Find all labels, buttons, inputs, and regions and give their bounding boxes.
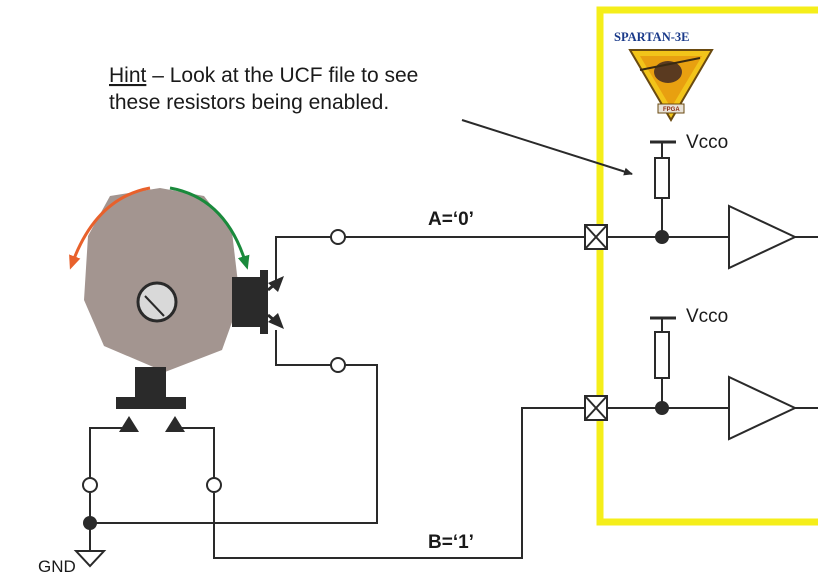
buffer-a	[728, 204, 798, 270]
hint-line-1: Hint – Look at the UCF file to see	[109, 64, 418, 87]
hint-note: Hint – Look at the UCF file to see these…	[109, 64, 633, 176]
encoder-stem	[135, 367, 166, 397]
wire-a-stub	[275, 236, 331, 289]
io-pad-a	[584, 224, 608, 250]
logo-text: SPARTAN-3E	[614, 30, 690, 44]
node-b-encoder	[206, 477, 222, 493]
encoder-base	[116, 397, 186, 409]
hint-keyword: Hint	[109, 64, 147, 87]
wire-b-stub	[275, 330, 331, 366]
wire-common-return	[90, 364, 378, 524]
contact-pin-right	[165, 416, 185, 432]
rotate-cw-arrow	[169, 186, 250, 270]
spartan-3e-logo: FPGA SPARTAN-3E	[614, 30, 714, 122]
contact-nodes	[82, 229, 346, 493]
contact-pin-left	[119, 416, 139, 432]
io-pads	[584, 224, 608, 421]
hint-line-1-rest: – Look at the UCF file to see	[146, 64, 418, 87]
encoder-shaft	[136, 281, 178, 323]
vcco-label-top: Vcco	[686, 132, 728, 153]
encoder-knob	[84, 188, 240, 372]
input-buffers	[728, 204, 798, 441]
resistor-b	[654, 331, 670, 379]
encoder-contact-bar	[260, 270, 268, 334]
rotate-ccw-arrow	[69, 186, 151, 270]
io-pad-b	[584, 395, 608, 421]
resistor-a	[654, 157, 670, 199]
vcco-label-bottom: Vcco	[686, 306, 728, 327]
node-b	[330, 357, 346, 373]
signal-a-label: A=‘0’	[428, 209, 474, 230]
node-gnd	[82, 477, 98, 493]
encoder-contact-block	[232, 277, 262, 327]
gnd-label: GND	[38, 557, 76, 576]
hint-line-2: these resistors being enabled.	[109, 91, 389, 114]
signal-b-label: B=‘1’	[428, 532, 474, 553]
wire-b	[213, 407, 585, 559]
contact-right-lead	[175, 427, 215, 478]
hint-pointer-arrow	[461, 119, 633, 176]
pullup-b: Vcco	[650, 306, 728, 408]
logo-badge: FPGA	[663, 107, 680, 113]
ground-symbol: GND	[38, 550, 107, 576]
contact-left-lead	[89, 427, 129, 478]
rotary-encoder	[69, 186, 284, 432]
junction-gnd	[83, 516, 97, 530]
pullup-a: Vcco	[650, 132, 728, 237]
node-a	[330, 229, 346, 245]
fpga-boundary	[596, 6, 818, 526]
buffer-b	[728, 375, 798, 441]
